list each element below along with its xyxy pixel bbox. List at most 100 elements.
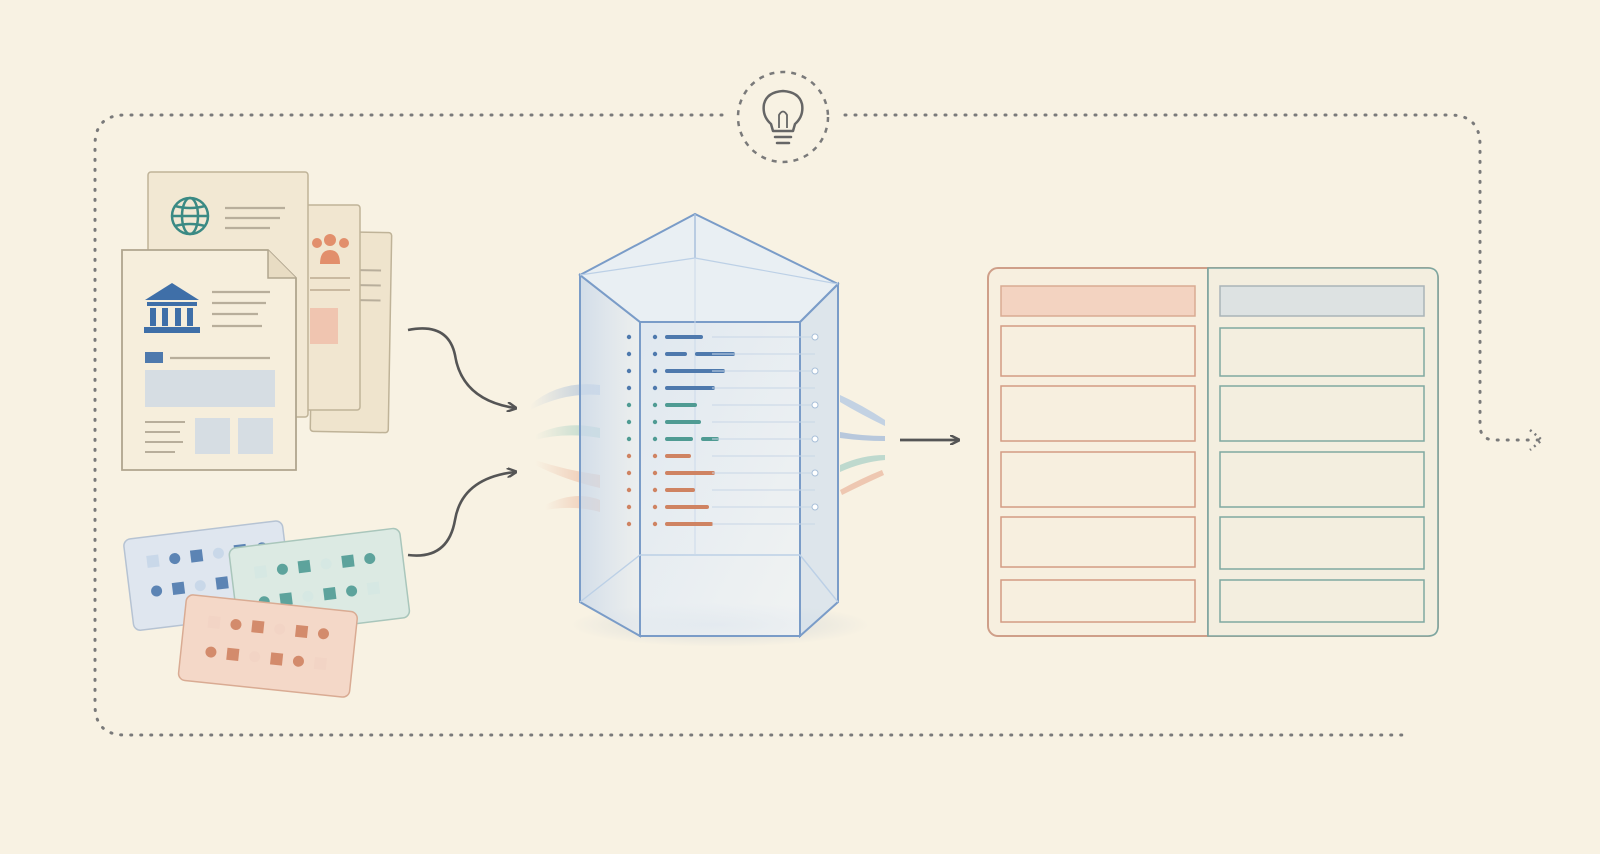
arrow-from-documents — [407, 327, 515, 408]
crystal-prism-icon — [570, 212, 870, 647]
card-dot — [194, 580, 206, 592]
people-icon — [312, 234, 349, 264]
card-square — [226, 647, 240, 661]
ledger-left-row — [1000, 385, 1196, 442]
prism-line-dot — [626, 334, 632, 340]
prism-line-bar — [665, 352, 687, 356]
card-dot — [249, 651, 261, 663]
prism-line-dot — [626, 521, 632, 527]
flow-wisps-out — [840, 395, 885, 495]
card-square — [253, 565, 268, 579]
globe-icon — [170, 196, 210, 236]
prism-node — [811, 435, 819, 443]
card-square — [215, 576, 229, 590]
prism-line-dot — [626, 368, 632, 374]
prism-line-bar — [665, 522, 713, 526]
prism-line-dot — [652, 453, 658, 459]
card-square — [297, 559, 311, 574]
ledger-left-row — [1000, 325, 1196, 377]
prism-line-dot — [652, 436, 658, 442]
card-dot — [151, 585, 163, 597]
prism-line-bar — [665, 386, 715, 390]
ledger-left-row — [1000, 451, 1196, 508]
prism-line-dot — [652, 419, 658, 425]
ledger-right-row — [1219, 385, 1425, 442]
prism-line-dot — [626, 385, 632, 391]
card-dot — [276, 563, 288, 575]
card-square — [366, 581, 381, 595]
ledger-right-row — [1219, 451, 1425, 508]
prism-line-bar — [665, 369, 725, 373]
document-front — [121, 249, 297, 471]
card-dot — [292, 655, 304, 667]
ledger-left-row — [1000, 579, 1196, 623]
ledger-right-row — [1219, 579, 1425, 623]
card-dot — [274, 623, 286, 635]
prism-line-bar — [665, 420, 701, 424]
prism-line-dot — [652, 470, 658, 476]
prism-line-bar — [665, 454, 691, 458]
prism-line-bar — [665, 437, 693, 441]
prism-node — [811, 469, 819, 477]
document-middle — [299, 204, 361, 411]
card-square — [269, 652, 284, 666]
prism-line-dot — [626, 504, 632, 510]
prism-line-dot — [626, 419, 632, 425]
card-dot — [205, 646, 217, 658]
card-square — [341, 554, 355, 568]
prism-line-bar — [665, 471, 715, 475]
bank-icon — [144, 283, 200, 333]
prism-line-dot — [652, 487, 658, 493]
card-square — [323, 586, 337, 601]
prism-line-dot — [626, 402, 632, 408]
feedback-loop — [93, 70, 1544, 737]
lightbulb-icon — [736, 70, 830, 164]
prism-node — [811, 503, 819, 511]
document-stack — [121, 171, 393, 471]
card-dot — [364, 553, 376, 565]
prism-line-dot — [652, 521, 658, 527]
prism-node — [811, 333, 819, 341]
prism-line-dot — [652, 402, 658, 408]
prism-line-dot — [626, 470, 632, 476]
ledger-right-row — [1219, 516, 1425, 570]
prism-line-bar — [665, 505, 709, 509]
arrow-from-cards — [407, 472, 515, 557]
ledger-left-page — [1000, 285, 1196, 623]
open-ledger-icon — [987, 267, 1439, 637]
prism-line-dot — [652, 385, 658, 391]
card-square — [146, 554, 160, 568]
card-square — [171, 581, 186, 596]
feedback-loop-path-right — [843, 113, 1542, 442]
data-cards — [123, 520, 411, 698]
card-dot — [320, 558, 332, 570]
prism-line-dot — [652, 368, 658, 374]
prism-line-dot — [626, 453, 632, 459]
card-square — [279, 592, 293, 606]
prism-line-dot — [626, 436, 632, 442]
prism-node — [811, 401, 819, 409]
prism-line-dot — [652, 334, 658, 340]
card-square — [251, 620, 265, 634]
prism-code-lines — [626, 333, 819, 527]
ledger-left-header — [1000, 285, 1196, 317]
prism-line-dot — [626, 351, 632, 357]
card-dot — [169, 553, 181, 565]
input-arrows — [407, 327, 515, 557]
ledger-right-header — [1219, 285, 1425, 317]
card-square — [313, 656, 327, 671]
feedback-loop-path — [93, 113, 1404, 737]
card-dot — [317, 628, 329, 640]
ledger-right-row — [1219, 327, 1425, 377]
prism-line-bar — [665, 488, 695, 492]
card-square — [207, 615, 221, 629]
ledger-right-page — [1219, 285, 1425, 623]
card-square — [295, 624, 309, 639]
card-dot — [302, 590, 314, 602]
prism-line-bar — [665, 335, 703, 339]
card-dot — [230, 619, 242, 631]
card-square — [189, 549, 204, 563]
prism-line-dot — [652, 351, 658, 357]
card-dot — [212, 547, 224, 559]
